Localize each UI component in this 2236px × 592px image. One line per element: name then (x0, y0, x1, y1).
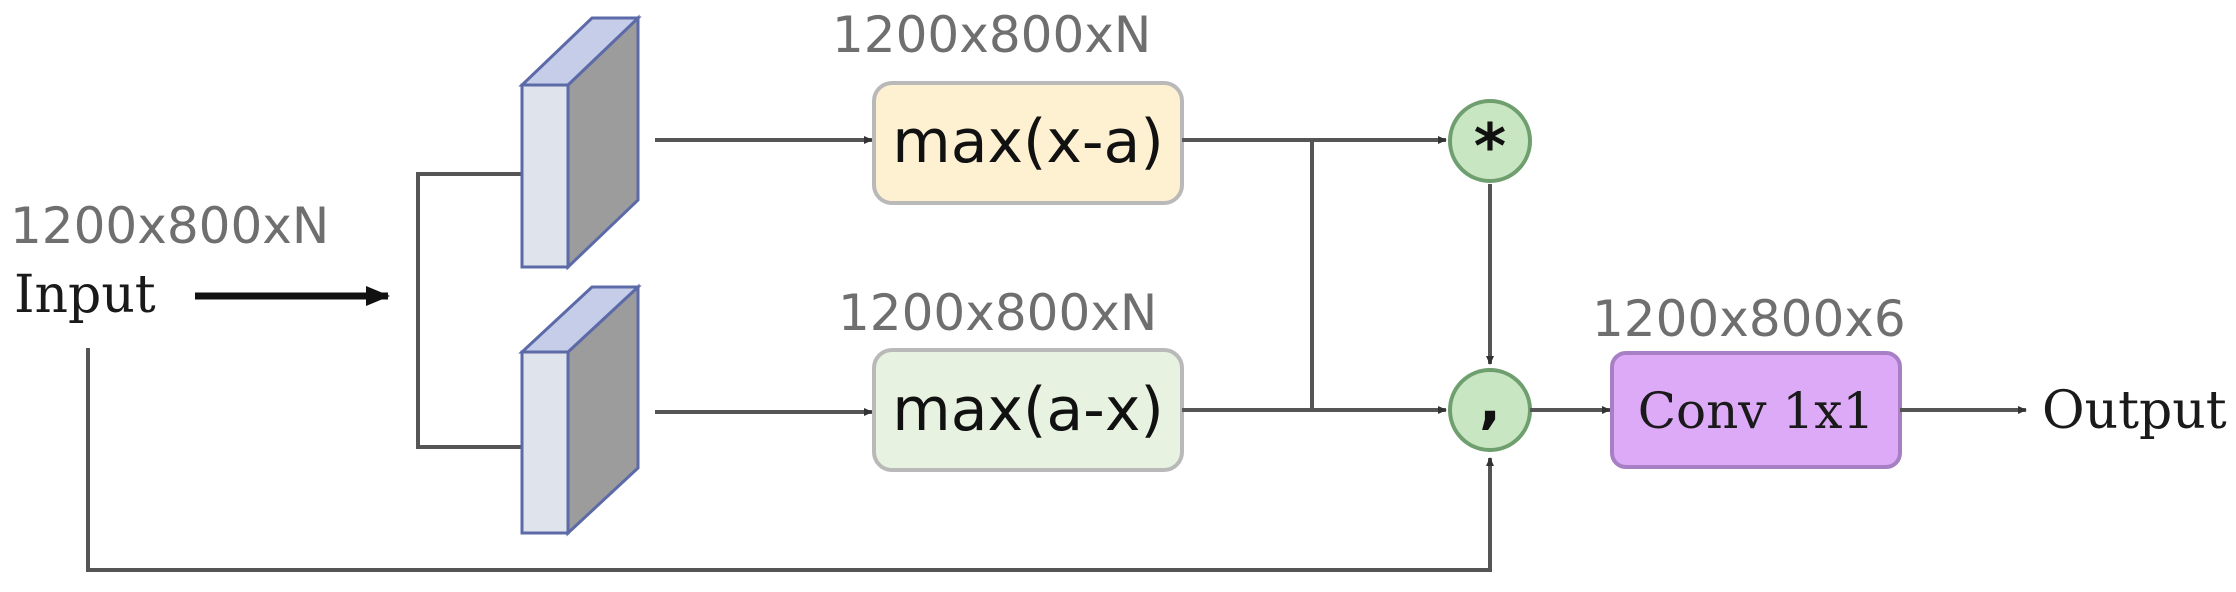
top-branch-dims-label: 1200x800xN (832, 6, 1151, 64)
top-branch-label: max(x-a) (892, 107, 1163, 177)
filter-block-bottom (518, 283, 642, 537)
input-label: Input (14, 265, 156, 325)
multiply-operator-node (1448, 99, 1532, 183)
top-branch-box (872, 81, 1184, 205)
multiply-operator-symbol: * (1474, 110, 1506, 183)
input-dims-label: 1200x800xN (10, 197, 329, 255)
filter-block-bottom-front (520, 350, 570, 535)
conv-label: Conv 1x1 (1638, 382, 1875, 440)
split-bracket (416, 172, 522, 449)
concat-operator-symbol: , (1479, 368, 1501, 436)
bottom-branch-label: max(a-x) (892, 375, 1163, 445)
filter-block-top-front (520, 83, 570, 269)
input-skip-connection (86, 348, 1494, 572)
bottom-branch-dims-label: 1200x800xN (838, 284, 1157, 342)
filter-block-top (518, 14, 642, 271)
output-label: Output (2042, 381, 2227, 441)
conv-dims-label: 1200x800x6 (1592, 290, 1906, 348)
